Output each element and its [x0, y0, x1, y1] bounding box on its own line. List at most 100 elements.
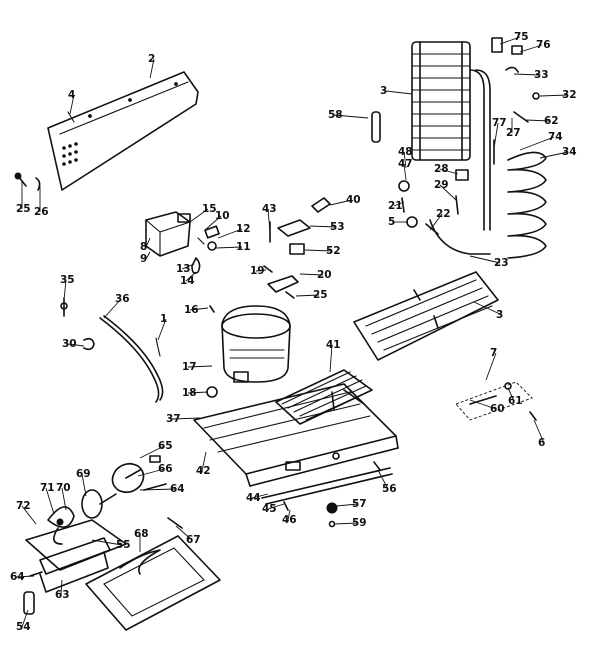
callout-leader — [403, 163, 407, 181]
mounting-plate — [455, 381, 537, 421]
callout-leader — [295, 294, 320, 297]
callout-number: 11 — [236, 241, 251, 253]
callout-number: 54 — [16, 621, 31, 633]
callout-leader — [137, 468, 165, 477]
compressor-base-frame — [193, 383, 399, 487]
callout-number: 2 — [148, 53, 155, 65]
callout-number: 65 — [158, 440, 173, 452]
condenser-coil — [275, 369, 373, 425]
evaporator-coil — [411, 41, 491, 255]
callout-number: 18 — [182, 387, 197, 399]
callout-leader — [329, 199, 353, 206]
mounting-brackets — [263, 197, 331, 299]
callout-leader — [287, 509, 291, 521]
callout-leader — [499, 36, 521, 45]
callout-leader — [385, 90, 413, 95]
callout-leader — [145, 237, 151, 248]
callout-number: 66 — [158, 463, 173, 475]
callout-number: 34 — [562, 146, 577, 158]
callout-leader — [63, 279, 67, 301]
callout-leader — [493, 122, 499, 149]
callout-leader — [139, 445, 165, 459]
callout-number: 8 — [140, 241, 147, 253]
callout-leader — [204, 215, 222, 231]
callout-number: 59 — [352, 517, 367, 529]
callout-number: 61 — [508, 395, 523, 407]
callout-number: 56 — [382, 483, 397, 495]
callout-number: 43 — [262, 203, 277, 215]
callout-number: 14 — [180, 275, 195, 287]
callout-number: 32 — [562, 89, 577, 101]
callout-number: 3 — [496, 309, 503, 321]
drain-pan — [85, 517, 221, 631]
callout-leader — [189, 208, 209, 223]
callout-number: 64 — [170, 483, 185, 495]
callout-number: 22 — [436, 208, 451, 220]
callout-number: 47 — [398, 158, 413, 170]
callout-leader — [533, 419, 545, 444]
callout-number: 27 — [506, 127, 521, 139]
callout-leader — [377, 469, 389, 490]
drain-trough — [353, 271, 499, 361]
callout-leader — [333, 522, 359, 525]
callout-leader — [139, 488, 177, 491]
callout-number: 3 — [380, 85, 387, 97]
callout-number: 60 — [490, 403, 505, 415]
callout-number: 48 — [398, 146, 413, 158]
callout-number: 77 — [492, 117, 507, 129]
callout-leader — [91, 539, 123, 546]
callout-leader — [304, 249, 333, 252]
callout-number: 21 — [388, 200, 403, 212]
callout-number: 28 — [434, 163, 449, 175]
callout-number: 45 — [262, 503, 277, 515]
callout-leader — [60, 579, 63, 596]
callout-leader — [519, 136, 555, 151]
callout-number: 15 — [202, 203, 217, 215]
callout-number: 41 — [326, 339, 341, 351]
callout-number: 63 — [55, 589, 70, 601]
callout-number: 57 — [352, 498, 367, 510]
callout-number: 20 — [317, 269, 332, 281]
callout-leader — [217, 228, 243, 239]
callout-number: 16 — [184, 304, 199, 316]
callout-leader — [485, 352, 497, 381]
callout-leader — [469, 255, 501, 264]
callout-number: 35 — [60, 274, 75, 286]
callout-number: 25 — [16, 203, 31, 215]
callout-number: 42 — [196, 465, 211, 477]
callout-number: 55 — [116, 539, 131, 551]
callout-leader — [21, 609, 29, 628]
callout-number: 19 — [250, 265, 265, 277]
condenser-fan-assembly — [47, 455, 167, 545]
callout-leader — [45, 487, 55, 515]
callout-leader — [539, 94, 569, 97]
callout-number: 30 — [62, 338, 77, 350]
callout-leader — [429, 213, 443, 231]
callout-number: 70 — [56, 482, 71, 494]
callout-leader — [539, 151, 569, 159]
callout-leader — [189, 307, 209, 311]
lower-hardware — [261, 461, 393, 528]
callout-number: 10 — [215, 210, 230, 222]
callout-number: 26 — [34, 206, 49, 218]
callout-number: 64 — [10, 571, 25, 583]
callout-number: 53 — [330, 221, 345, 233]
callout-number: 40 — [346, 194, 361, 206]
callout-leader — [69, 94, 75, 115]
rear-access-cover — [47, 71, 199, 191]
callout-number: 72 — [16, 500, 31, 512]
defrost-heater — [507, 151, 547, 259]
panel-screws — [14, 172, 41, 191]
callout-leader — [181, 263, 195, 270]
callout-number: 76 — [536, 39, 551, 51]
callout-number: 52 — [326, 245, 341, 257]
callout-number: 9 — [140, 253, 147, 265]
callout-leader — [175, 525, 193, 541]
callout-leader — [513, 73, 541, 76]
callout-leader — [185, 271, 197, 282]
callout-number: 1 — [160, 313, 167, 325]
callout-leader — [329, 344, 333, 373]
callout-leader — [473, 301, 503, 316]
